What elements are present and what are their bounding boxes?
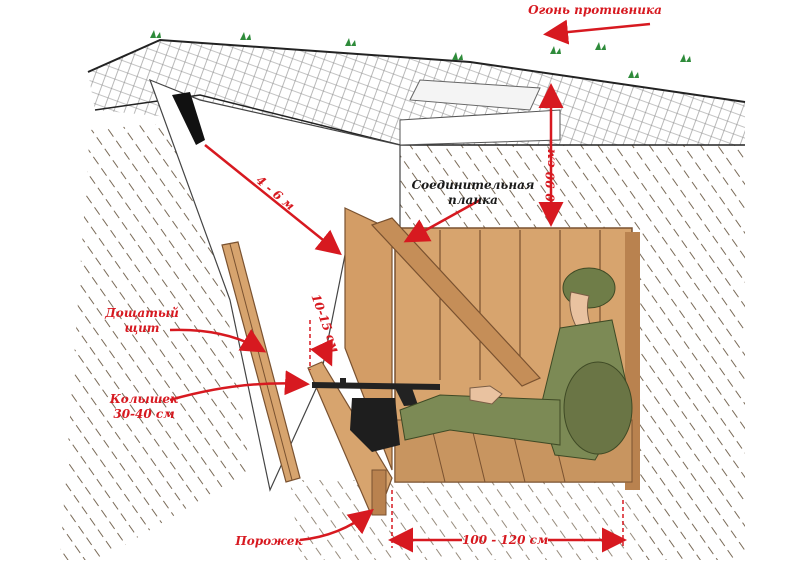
width-label: 100 - 120 см bbox=[462, 533, 549, 547]
stake-label: Колышек 30-40 см bbox=[104, 392, 184, 422]
connecting-plank-label: Соединительная планка bbox=[410, 178, 536, 208]
board-shield-arrow bbox=[169, 328, 267, 353]
connecting-plank bbox=[370, 217, 542, 387]
stake-line-1: Колышек bbox=[109, 392, 179, 406]
rifle bbox=[312, 378, 440, 406]
gap-arrow bbox=[310, 338, 333, 367]
grass-tufts bbox=[150, 30, 691, 78]
soldier bbox=[350, 267, 633, 461]
threshold-arrow bbox=[299, 508, 374, 542]
distance-arrow bbox=[204, 144, 342, 256]
enemy-fire-label: Огонь противника bbox=[528, 3, 662, 17]
depth-label: 80-90 см bbox=[543, 148, 558, 211]
connecting-plank-line-2: планка bbox=[448, 193, 498, 207]
stake-arrow bbox=[169, 370, 310, 402]
board-shield-line-1: Дощатый bbox=[105, 306, 179, 320]
board-shield-label: Дощатый щит bbox=[100, 306, 184, 336]
firing-slot bbox=[172, 92, 205, 145]
threshold-label: Порожек bbox=[235, 534, 303, 548]
stake-line-2: 30-40 см bbox=[113, 407, 175, 421]
annotation-arrows bbox=[169, 19, 651, 553]
board-shield bbox=[221, 241, 301, 483]
board-shield-line-2: щит bbox=[124, 321, 160, 335]
connecting-plank-arrow bbox=[403, 198, 481, 243]
connecting-plank-line-1: Соединительная bbox=[411, 178, 535, 192]
enemy-fire-arrow bbox=[543, 19, 651, 45]
